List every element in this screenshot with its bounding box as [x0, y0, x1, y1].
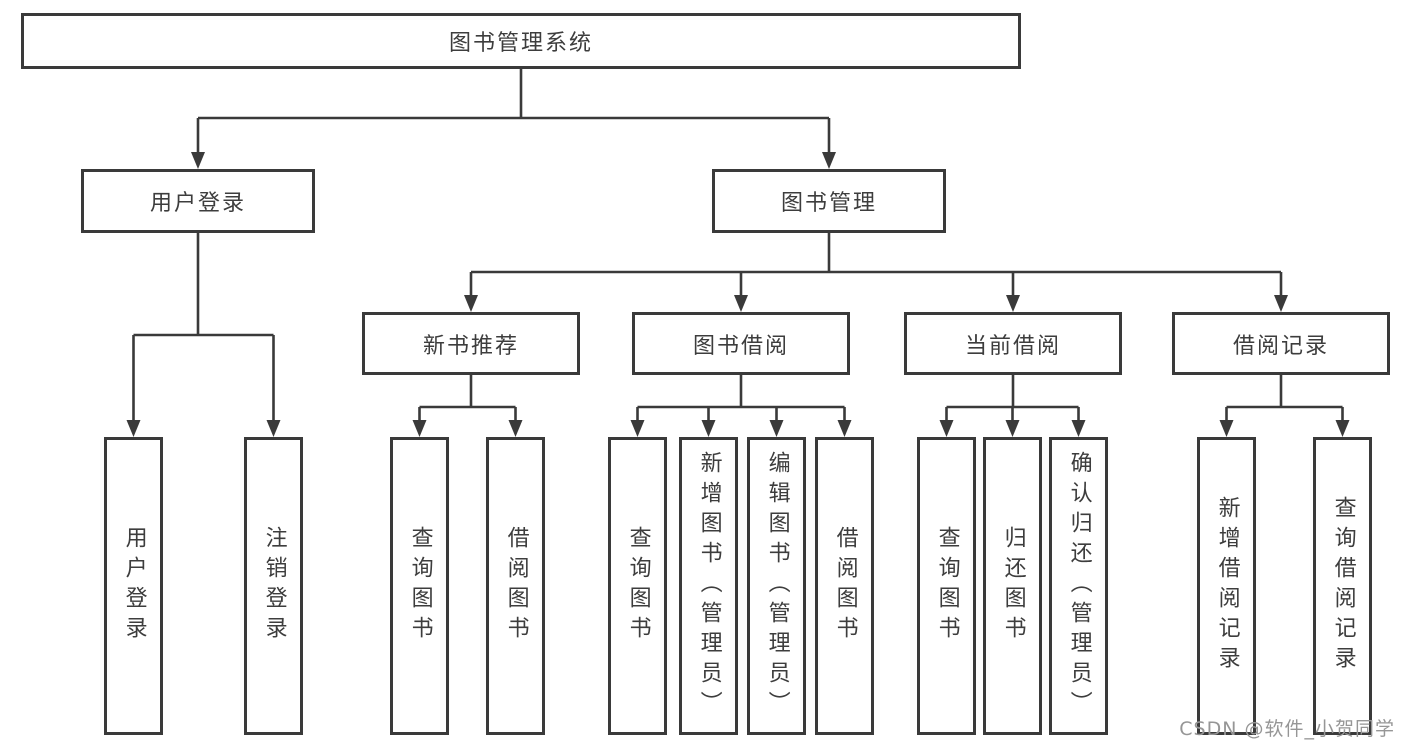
leaf-recommend-borrow-book: 借阅图书	[486, 437, 545, 735]
arrowhead-icon	[769, 420, 784, 437]
arrowhead-icon	[1335, 420, 1350, 437]
arrowhead-icon	[822, 152, 836, 169]
node-book-borrow-label: 图书借阅	[692, 333, 789, 359]
leaf-return-book-label: 归还图书	[1000, 526, 1026, 646]
node-root-label: 图书管理系统	[448, 31, 593, 56]
leaf-return-book: 归还图书	[983, 437, 1042, 735]
arrowhead-icon	[1071, 420, 1086, 437]
node-new-book-recommend-label: 新书推荐	[422, 333, 519, 359]
leaf-logout: 注销登录	[244, 437, 303, 735]
arrowhead-icon	[191, 152, 205, 169]
leaf-query-borrow-record: 查询借阅记录	[1313, 437, 1372, 735]
leaf-user-login-label: 用户登录	[121, 526, 147, 646]
leaf-recommend-query-book-label: 查询图书	[407, 526, 433, 646]
arrowhead-icon	[508, 420, 523, 437]
leaf-add-borrow-record-label: 新增借阅记录	[1214, 496, 1240, 676]
node-borrow-record: 借阅记录	[1172, 312, 1390, 375]
watermark: CSDN @软件_小贺同学	[1179, 718, 1395, 740]
leaf-borrow-book-label: 借阅图书	[832, 526, 858, 646]
leaf-add-borrow-record: 新增借阅记录	[1197, 437, 1256, 735]
node-current-borrow-label: 当前借阅	[964, 333, 1061, 359]
leaf-borrow-query-book: 查询图书	[608, 437, 667, 735]
leaf-edit-book-admin-label: 编辑图书（管理员）	[764, 451, 790, 721]
arrowhead-icon	[1274, 295, 1288, 312]
leaf-recommend-query-book: 查询图书	[390, 437, 449, 735]
arrowhead-icon	[1219, 420, 1234, 437]
leaf-current-query-book: 查询图书	[917, 437, 976, 735]
leaf-confirm-return-admin: 确认归还（管理员）	[1049, 437, 1108, 735]
arrowhead-icon	[1005, 420, 1020, 437]
arrowhead-icon	[701, 420, 716, 437]
arrowhead-icon	[630, 420, 645, 437]
node-root: 图书管理系统	[21, 13, 1021, 69]
arrowhead-icon	[266, 420, 281, 437]
arrowhead-icon	[126, 420, 141, 437]
leaf-recommend-borrow-book-label: 借阅图书	[503, 526, 529, 646]
arrowhead-icon	[464, 295, 478, 312]
arrowhead-icon	[412, 420, 427, 437]
leaf-query-borrow-record-label: 查询借阅记录	[1330, 496, 1356, 676]
arrowhead-icon	[734, 295, 748, 312]
arrowhead-icon	[939, 420, 954, 437]
node-user-login-label: 用户登录	[149, 191, 246, 216]
leaf-edit-book-admin: 编辑图书（管理员）	[747, 437, 806, 735]
node-book-management-label: 图书管理	[780, 191, 877, 216]
leaf-user-login: 用户登录	[104, 437, 163, 735]
node-book-management: 图书管理	[712, 169, 946, 233]
leaf-logout-label: 注销登录	[261, 526, 287, 646]
arrowhead-icon	[1006, 295, 1020, 312]
node-user-login: 用户登录	[81, 169, 315, 233]
leaf-current-query-book-label: 查询图书	[934, 526, 960, 646]
node-borrow-record-label: 借阅记录	[1232, 333, 1329, 359]
node-new-book-recommend: 新书推荐	[362, 312, 580, 375]
node-current-borrow: 当前借阅	[904, 312, 1122, 375]
leaf-add-book-admin-label: 新增图书（管理员）	[696, 451, 722, 721]
leaf-add-book-admin: 新增图书（管理员）	[679, 437, 738, 735]
arrowhead-icon	[837, 420, 852, 437]
leaf-borrow-query-book-label: 查询图书	[625, 526, 651, 646]
leaf-confirm-return-admin-label: 确认归还（管理员）	[1066, 451, 1092, 721]
leaf-borrow-book: 借阅图书	[815, 437, 874, 735]
node-book-borrow: 图书借阅	[632, 312, 850, 375]
